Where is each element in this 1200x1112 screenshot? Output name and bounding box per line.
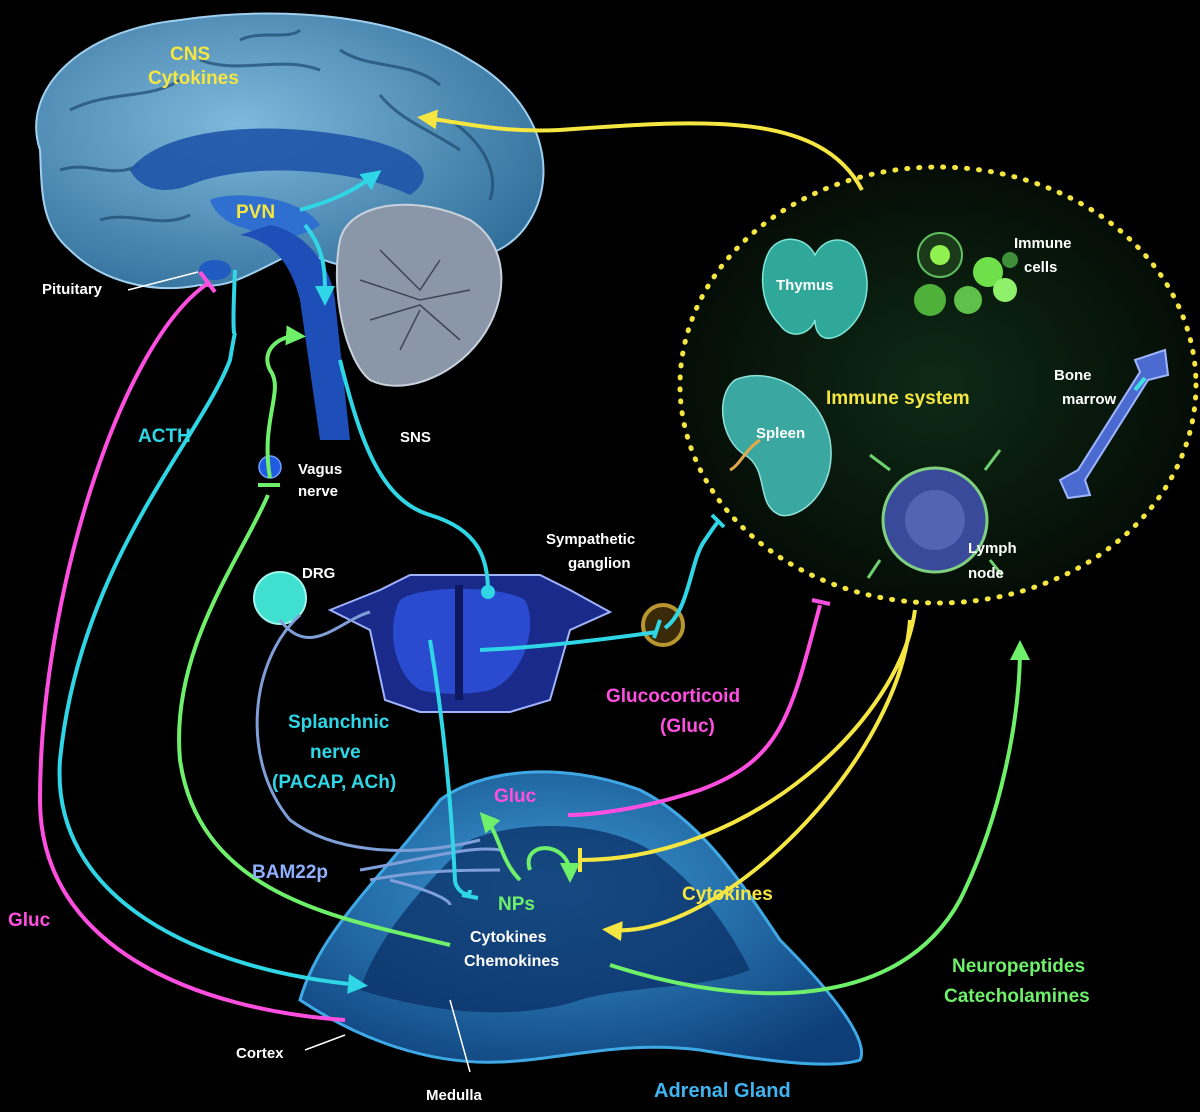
splanchnic-label-3: (PACAP, ACh) <box>272 772 396 793</box>
vagus-label-1: Vagus <box>298 461 342 478</box>
immune-cells-label-1: Immune <box>1014 235 1072 252</box>
drg-label: DRG <box>302 565 335 582</box>
cyan-pathways <box>57 170 720 994</box>
gluc-left-label: Gluc <box>8 910 51 931</box>
sympathetic-label-2: ganglion <box>568 555 631 572</box>
vagus-label-2: nerve <box>298 483 338 500</box>
gluc-adrenal-label: Gluc <box>494 786 537 807</box>
green-pathways <box>177 325 1030 996</box>
thymus-icon <box>761 238 868 340</box>
pointer-lines <box>127 271 471 1073</box>
immune-system-label: Immune system <box>826 388 970 409</box>
spleen-label: Spleen <box>756 425 805 442</box>
bone-marrow-label-2: marrow <box>1062 391 1117 408</box>
cerebellum-icon <box>335 203 503 387</box>
magenta-bars <box>198 270 831 606</box>
cns-cytokines-label: Cytokines <box>148 68 239 89</box>
sympathetic-label-1: Sympathetic <box>546 531 635 548</box>
bone-marrow-label-1: Bone <box>1054 367 1092 384</box>
bone-icon <box>1058 348 1170 500</box>
splanchnic-label-2: nerve <box>310 742 361 763</box>
adrenal-cytokines-label: Cytokines <box>470 929 547 946</box>
yellow-pathways <box>417 109 917 942</box>
cyan-bars <box>461 513 726 900</box>
adrenal-chemokines-label: Chemokines <box>464 953 559 970</box>
cortex-label: Cortex <box>236 1045 284 1062</box>
glucocorticoid-label-2: (Gluc) <box>660 716 715 737</box>
cytokines-right-label: Cytokines <box>682 884 773 905</box>
lymph-node-label-1: Lymph <box>968 540 1017 557</box>
lymph-node-icon <box>866 449 1004 579</box>
splanchnic-label-1: Splanchnic <box>288 712 390 733</box>
medulla-label: Medulla <box>426 1087 482 1104</box>
spleen-icon <box>721 375 832 517</box>
lymph-node-label-2: node <box>968 565 1004 582</box>
pituitary-label: Pituitary <box>42 281 103 298</box>
immune-cells-label-2: cells <box>1024 259 1057 276</box>
glucocorticoid-label-1: Glucocorticoid <box>606 686 740 707</box>
splanchnic-pathway <box>255 610 501 906</box>
sns-label: SNS <box>400 429 431 446</box>
acth-label: ACTH <box>138 426 191 447</box>
spinal-cord-icon <box>327 574 613 713</box>
magenta-pathways <box>37 280 822 1022</box>
thymus-label: Thymus <box>776 277 834 294</box>
immune-cells-icon <box>914 232 1018 316</box>
adrenal-gland-label: Adrenal Gland <box>654 1080 791 1102</box>
pvn-label: PVN <box>236 202 275 223</box>
drg-ganglion-icon <box>253 571 307 625</box>
bam22p-label: BAM22p <box>252 862 328 883</box>
nps-label: NPs <box>498 894 535 915</box>
neuropeptides-label: Neuropeptides <box>952 956 1085 977</box>
cns-label: CNS <box>170 44 210 65</box>
catecholamines-label: Catecholamines <box>944 986 1090 1007</box>
